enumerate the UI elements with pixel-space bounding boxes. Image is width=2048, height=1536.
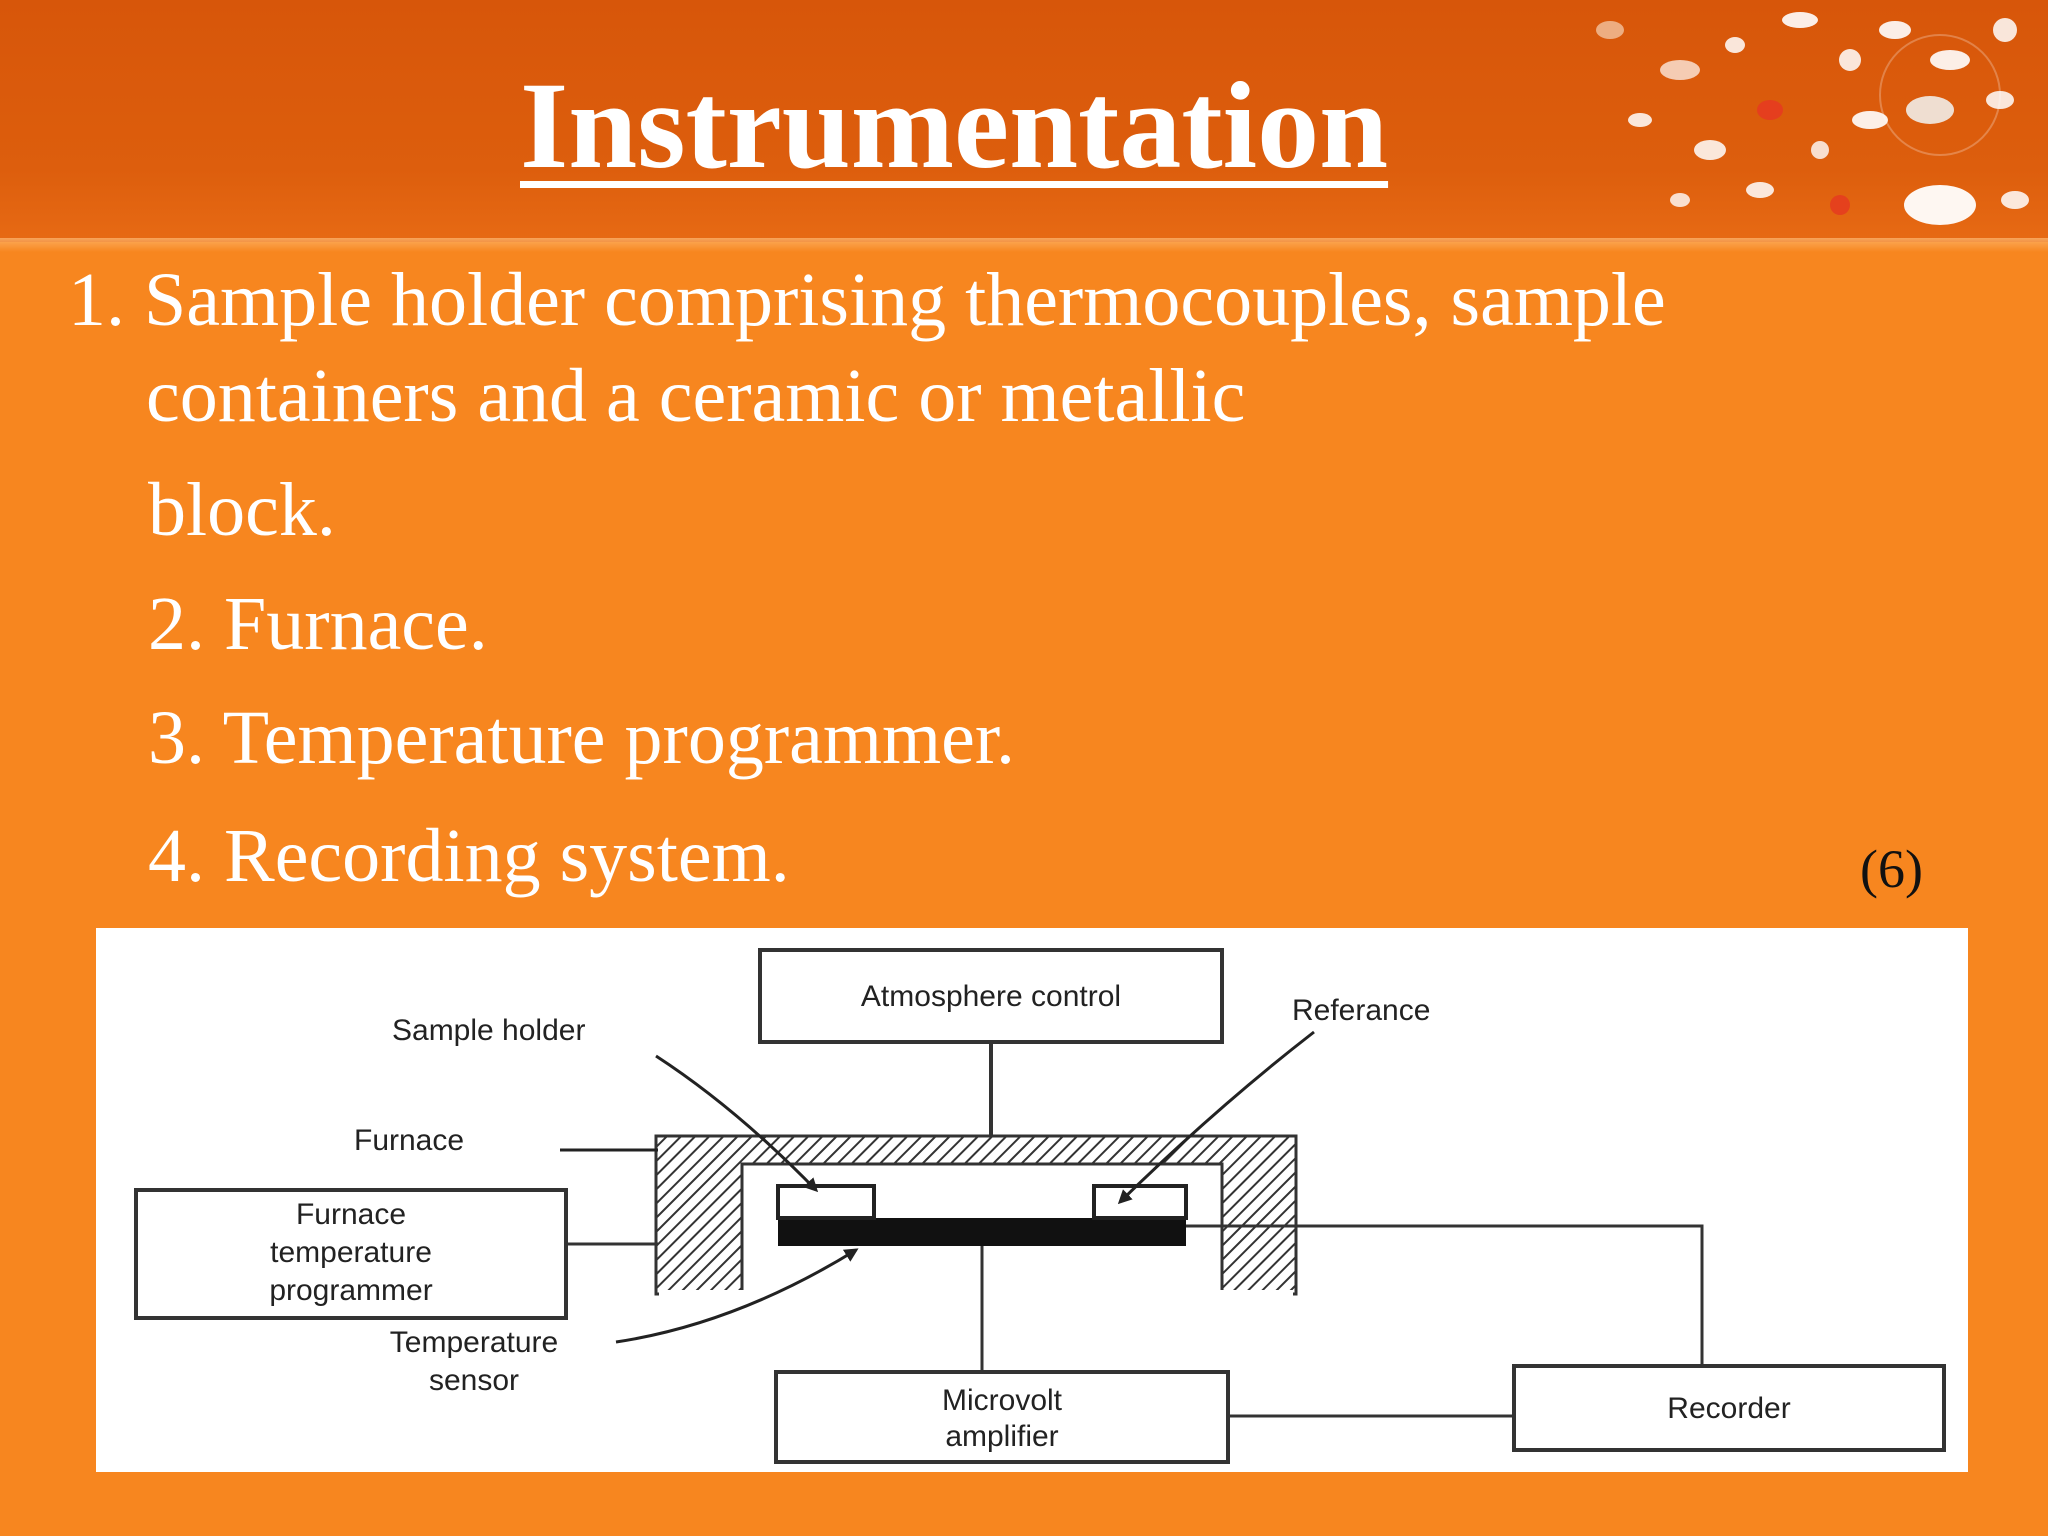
list-item-1: 1. Sample holder comprising thermocouple… <box>68 258 1666 342</box>
list-item-3: 3. Temperature programmer. <box>148 696 1015 780</box>
temperature-sensor-line-2: sensor <box>429 1364 519 1397</box>
furnace-programmer-box <box>134 1188 568 1320</box>
sample-cup <box>776 1184 876 1220</box>
header-shade <box>0 238 2048 252</box>
furnace-programmer-line-2: temperature <box>270 1236 432 1269</box>
furnace-programmer-line-3: programmer <box>269 1274 432 1307</box>
atmosphere-control-box <box>758 948 1224 1044</box>
microvolt-amplifier-line-2: amplifier <box>945 1420 1058 1453</box>
furnace-programmer-line-1: Furnace <box>296 1198 406 1231</box>
reference-number: (6) <box>1860 839 1923 899</box>
recorder-box <box>1512 1364 1946 1452</box>
sample-block <box>778 1218 1186 1246</box>
instrument-diagram: Atmosphere control Sample holder Referan… <box>96 928 1968 1472</box>
reference-cup <box>1092 1184 1188 1220</box>
pills-decoration <box>1596 12 2029 225</box>
list-item-1-cont: containers and a ceramic or metallic <box>146 354 1246 438</box>
furnace-label: Furnace <box>354 1124 464 1157</box>
list-item-2: 2. Furnace. <box>148 582 488 666</box>
list-item-1-cont-2: block. <box>148 468 336 552</box>
reference-label: Referance <box>1292 994 1430 1027</box>
recorder-label: Recorder <box>1667 1392 1790 1425</box>
microvolt-amplifier-line-1: Microvolt <box>942 1384 1063 1417</box>
header-band <box>0 0 2048 242</box>
atmosphere-control-label: Atmosphere control <box>861 980 1121 1013</box>
sample-holder-label: Sample holder <box>392 1014 585 1047</box>
list-item-4: 4. Recording system. <box>148 814 790 898</box>
furnace-body <box>654 1134 1298 1296</box>
temperature-sensor-line-1: Temperature <box>390 1326 558 1359</box>
slide-title: Instrumentation <box>520 57 1389 194</box>
microvolt-amplifier-box <box>774 1370 1230 1464</box>
